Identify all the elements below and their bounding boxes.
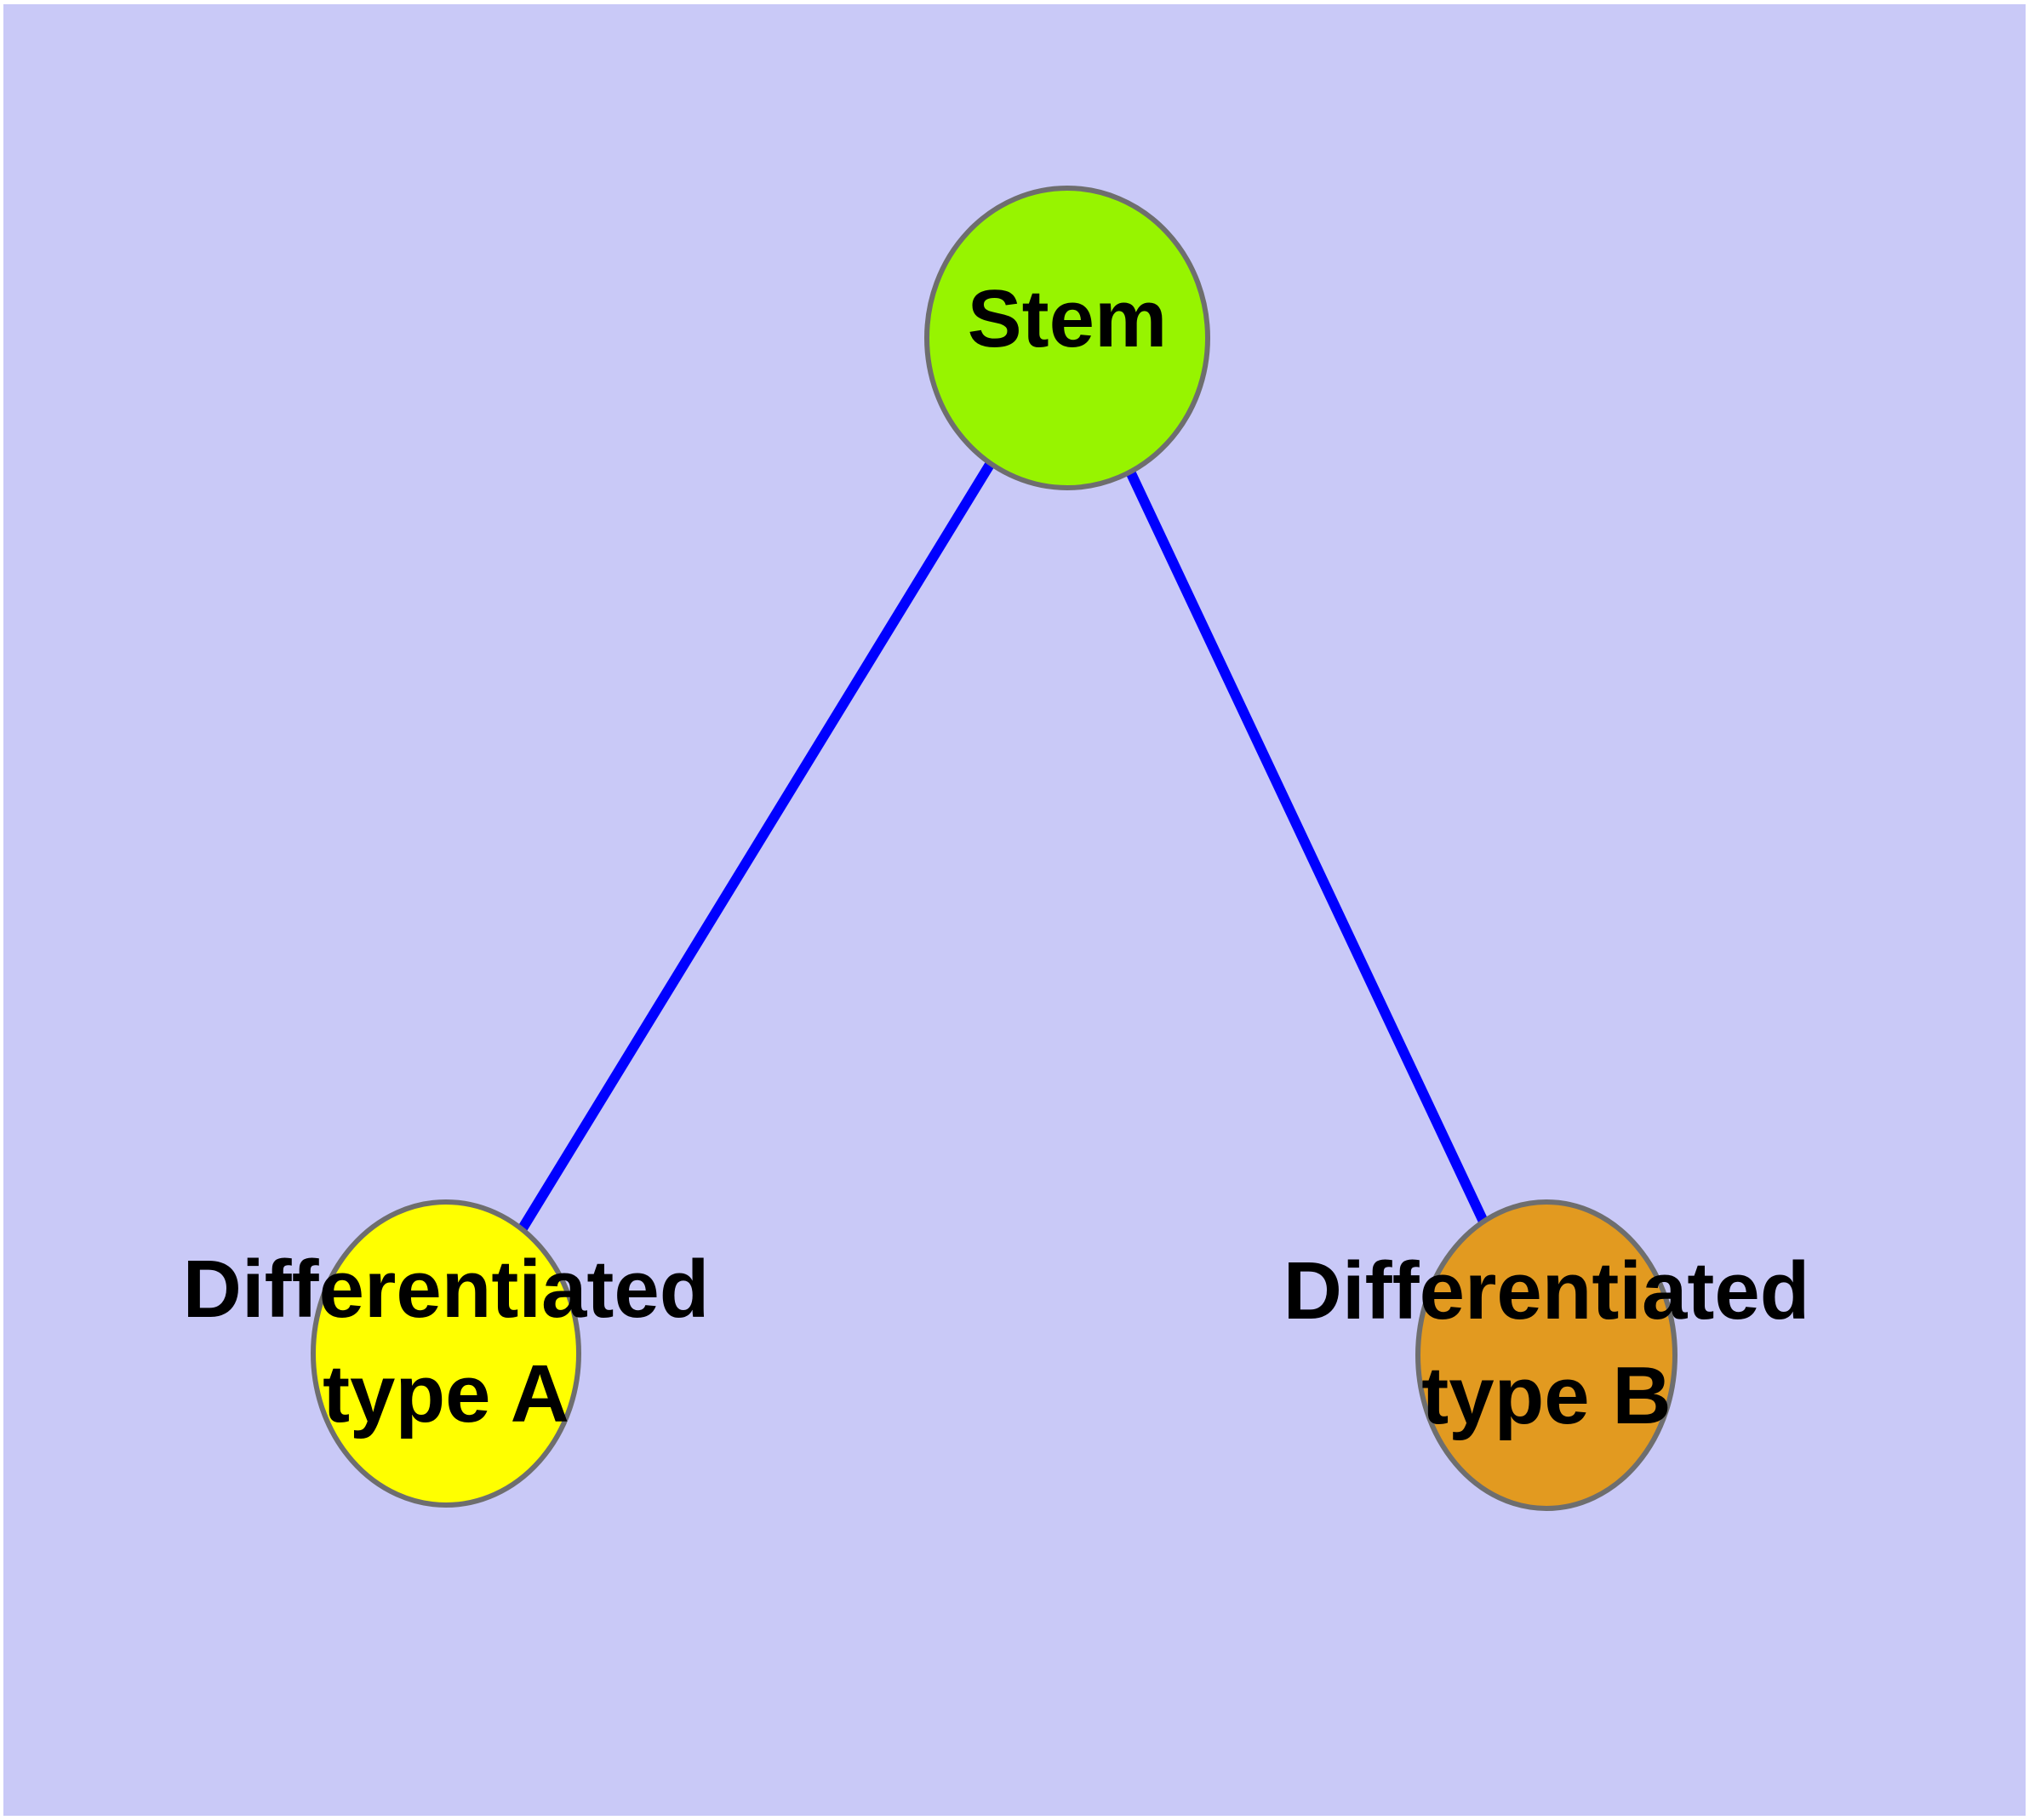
edge-stem-to-type-b — [1062, 335, 1552, 1358]
node-differentiated-type-a — [311, 1199, 581, 1508]
node-type-a-label-line-2: type A — [323, 1348, 569, 1439]
node-type-b-label-line-1: Differentiated — [1283, 1245, 1810, 1336]
node-type-b-label-line-2: type B — [1421, 1350, 1671, 1441]
node-type-a-label-line-1: Differentiated — [183, 1244, 710, 1335]
node-stem — [924, 186, 1210, 490]
node-differentiated-type-b — [1415, 1199, 1677, 1511]
edge-stem-to-type-a — [441, 335, 1072, 1357]
node-stem-label: Stem — [968, 273, 1168, 364]
